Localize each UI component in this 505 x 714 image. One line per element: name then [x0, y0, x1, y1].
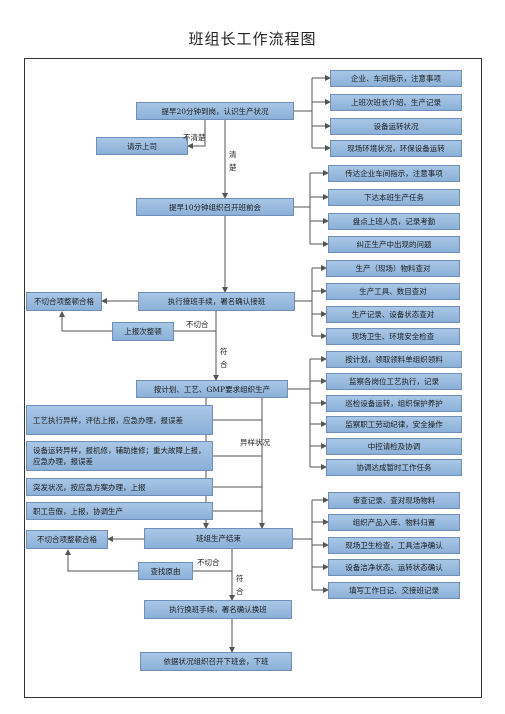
- find-cause-step: 查找原由: [138, 562, 193, 580]
- handover-shift-step: 执行换班手续，署名确认换班: [144, 600, 292, 619]
- not-ok-label-2: 不切合: [197, 558, 220, 567]
- info-box: 设备运转状况: [330, 118, 462, 135]
- info-box: 上班次班长介绍、生产记录: [330, 94, 462, 111]
- info-box: 组织产品入库、物料归置: [328, 514, 460, 531]
- info-box: 中控请检及协调: [326, 438, 462, 455]
- info-box: 协调达成暂时工作任务: [326, 459, 462, 476]
- info-box: 监察职工劳动纪律，安全操作: [326, 416, 462, 433]
- pre-shift-meeting-step: 提早10分钟组织召开班前会: [136, 198, 294, 216]
- report-rectify-step: 上报次整顿: [112, 322, 174, 341]
- info-box: 生产（现场）物料查对: [326, 260, 460, 277]
- info-box: 纠正生产中出现的问题: [328, 236, 460, 253]
- info-box: 监察各岗位工艺执行，记录: [326, 373, 462, 390]
- rectify-nonconforming-2: 不切合项整顿合格: [26, 530, 108, 549]
- production-end-step: 班组生产结束: [144, 528, 293, 549]
- rectify-nonconforming-1: 不切合项整顿合格: [26, 292, 102, 311]
- flowchart-frame: [24, 58, 482, 698]
- abnormal-case-box: 工艺执行异样，评估上报，应急办理，报误差: [26, 405, 213, 435]
- post-shift-meeting-step: 依据状况组织召开下班会，下班: [140, 652, 292, 671]
- organize-production-step: 按计划、工艺、GMP要求组织生产: [136, 380, 288, 398]
- info-box: 按计划，领取领料单组织领料: [326, 351, 462, 368]
- info-box: 传达企业车间指示，注意事项: [328, 165, 460, 182]
- info-box: 生产工具、数目查对: [326, 283, 460, 300]
- report-superior-step: 请示上司: [96, 137, 188, 155]
- info-box: 盘点上班人员，记录考勤: [328, 213, 460, 230]
- abnormal-label: 异样状况: [240, 438, 270, 447]
- info-box: 现场卫生检查，工具洁净确认: [328, 537, 460, 554]
- info-box: 现场环境状况，环保设备运转: [330, 140, 462, 157]
- info-box: 审查记录、查对现场物料: [328, 492, 460, 509]
- abnormal-case-box: 职工告假，上报，协调生产: [26, 502, 213, 520]
- info-box: 填写工作日记、交接班记录: [328, 582, 460, 599]
- info-box: 下达本班生产任务: [328, 189, 460, 206]
- ok-label-1: 符合: [220, 347, 228, 369]
- clear-label: 清楚: [229, 150, 237, 172]
- arrive-early-step: 提早20分钟到岗，认识生产状况: [136, 102, 294, 120]
- ok-label-2: 符合: [236, 574, 244, 596]
- info-box: 巡检设备运转，组织保护养护: [326, 395, 462, 412]
- page-title: 班组长工作流程图: [188, 30, 317, 48]
- info-box: 设备洁净状态、运转状态确认: [328, 559, 460, 576]
- info-box: 企业、车间指示，注意事项: [330, 70, 462, 87]
- handover-accept-step: 执行接班手续，署名确认接班: [138, 292, 295, 311]
- info-box: 现场卫生、环境安全检查: [326, 328, 460, 345]
- abnormal-case-box: 设备运转异样，报机修，辅助维修；重大故障上报，应急办理，报误差: [26, 441, 213, 471]
- abnormal-case-box: 突发状况，按应急方案办理，上报: [26, 478, 213, 496]
- not-ok-label-1: 不切合: [186, 320, 209, 329]
- info-box: 生产记录、设备状态查对: [326, 306, 460, 323]
- unclear-label: 不清楚: [183, 133, 206, 142]
